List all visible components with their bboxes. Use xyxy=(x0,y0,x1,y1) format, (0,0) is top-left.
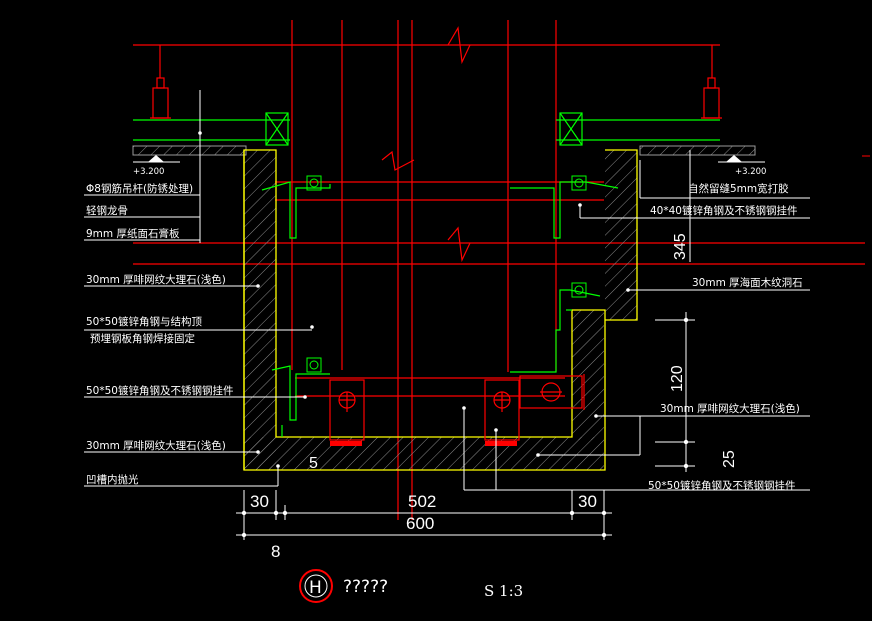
dim-502: 502 xyxy=(408,492,436,511)
dim-600: 600 xyxy=(406,514,434,533)
leader-dots xyxy=(198,131,630,468)
dim-345: 345 xyxy=(672,233,689,260)
dimension-ticks xyxy=(241,317,689,538)
dim-8: 8 xyxy=(271,542,280,561)
label-gypsum-board: 9mm 厚纸面石膏板 xyxy=(86,227,180,240)
leader-lines xyxy=(84,90,810,491)
drawing-title: ????? xyxy=(343,577,388,597)
label-50-angle-hanger: 50*50镀锌角钢及不锈钢钢挂件 xyxy=(648,479,795,492)
level-marker-left: +3.200 xyxy=(133,155,180,177)
label-light-keel: 轻钢龙骨 xyxy=(86,204,128,217)
dim-30-left: 30 xyxy=(250,492,269,511)
ceiling-keel xyxy=(133,112,720,146)
title-symbol-letter: H xyxy=(309,578,322,598)
anchor-bolts xyxy=(306,175,587,373)
label-travertine: 30mm 厚海面木纹洞石 xyxy=(692,276,803,289)
label-steel-angle-weld-2: 预埋钢板角钢焊接固定 xyxy=(90,332,195,345)
level-left-label: +3.200 xyxy=(133,167,164,177)
fixture-base-left xyxy=(330,441,362,446)
label-marble-upper: 30mm 厚啡网纹大理石(浅色) xyxy=(86,273,226,286)
level-right-label: +3.200 xyxy=(735,167,766,177)
gypsum-board-right xyxy=(639,145,756,156)
marble-cladding xyxy=(243,149,638,471)
label-marble-lower: 30mm 厚啡网纹大理石(浅色) xyxy=(86,439,226,452)
label-hanger-rod: Φ8钢筋吊杆(防锈处理) xyxy=(86,182,193,195)
label-groove-polish: 凹槽内抛光 xyxy=(86,473,139,486)
drawing-scale: S 1:3 xyxy=(484,582,523,600)
label-steel-angle-weld-1: 50*50镀锌角钢与结构顶 xyxy=(86,315,202,328)
label-steel-hanger-left: 50*50镀锌角钢及不锈钢钢挂件 xyxy=(86,384,233,397)
dim-120: 120 xyxy=(669,365,686,392)
light-fixtures xyxy=(329,374,585,441)
dim-30-right: 30 xyxy=(578,492,597,511)
gypsum-board-left xyxy=(132,145,247,156)
dim-25: 25 xyxy=(721,450,738,468)
label-natural-joint: 自然留缝5mm宽打胶 xyxy=(688,182,789,195)
ceiling-hanger-left xyxy=(150,77,171,119)
label-40-angle-hanger: 40*40镀锌角钢及不锈钢钢挂件 xyxy=(650,204,797,217)
dim-5: 5 xyxy=(309,455,318,472)
dimension-lines xyxy=(236,150,695,540)
level-marker-right: +3.200 xyxy=(718,155,766,177)
ceiling-hanger-right xyxy=(701,77,722,119)
title-symbol: H xyxy=(299,569,333,603)
steel-angles xyxy=(261,181,619,437)
label-marble-right: 30mm 厚啡网纹大理石(浅色) xyxy=(660,402,800,415)
fixture-base-right xyxy=(485,441,517,446)
